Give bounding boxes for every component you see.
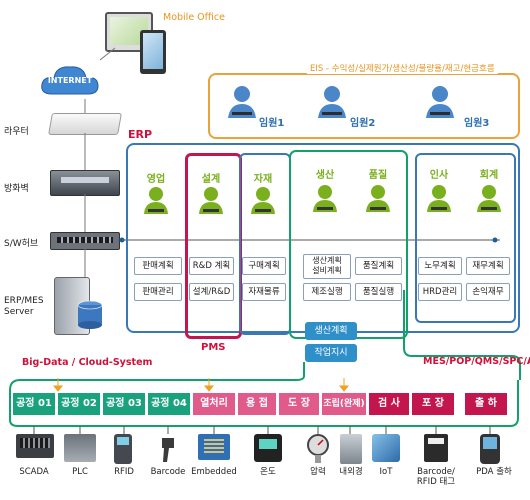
dept-quality-item-1: 품질계획 [355, 257, 402, 275]
device-label-rfid: RFID [114, 467, 134, 477]
process-step-4: 공정 04 [148, 393, 190, 415]
dept-quality-title: 품질 [368, 170, 388, 181]
barcode-printer-icon [424, 434, 448, 462]
dept-accounting-title: 회계 [479, 170, 499, 181]
device-label-barcode: Barcode [150, 467, 186, 477]
erp-label: ERP [128, 128, 153, 141]
firewall-label: 방화벽 [4, 184, 29, 194]
dept-production-item-1-line1: 생산계획 [312, 256, 342, 265]
process-step-10: 포 장 [412, 393, 454, 415]
dept-accounting-item-2: 손익재무 [466, 283, 510, 301]
device-label-scada: SCADA [19, 467, 49, 477]
pda-icon [480, 434, 500, 464]
device-label-plc: PLC [72, 467, 88, 477]
dept-design-item-1: R&D 계획 [189, 257, 234, 275]
pressure-gauge-icon [306, 434, 330, 464]
dept-sales-item-1: 판매계획 [134, 257, 182, 275]
dept-hr-title: 인사 [429, 170, 449, 181]
eis-panel [208, 73, 520, 139]
dept-materials-person-icon [243, 184, 283, 216]
server-label-line2: Server [4, 307, 34, 317]
dept-sales-title: 영업 [146, 174, 166, 185]
dept-hr-person-icon [419, 182, 459, 214]
process-step-11: 출 하 [465, 393, 507, 415]
dept-hr-item-2: HRD관리 [418, 283, 462, 301]
dept-production-item-1: 생산계획 설비계획 [303, 254, 351, 279]
firewall-image [50, 170, 120, 196]
router-label: 라우터 [4, 127, 29, 137]
embedded-board-icon [198, 434, 230, 460]
process-step-1: 공정 01 [13, 393, 55, 415]
dept-design-item-2: 설계/R&D [189, 283, 234, 301]
process-step-3: 공정 03 [103, 393, 145, 415]
dept-production-title: 생산 [315, 170, 335, 181]
plc-device-icon [64, 434, 96, 462]
dept-production-item-1-line2: 설비계획 [312, 266, 342, 275]
dept-sales-person-icon [136, 184, 176, 216]
work-order-badge: 작업지시 [305, 344, 357, 362]
temperature-controller-icon [254, 434, 282, 462]
device-label-barcode-rfid-tag-line1: Barcode/ [417, 467, 455, 477]
dept-production-person-icon [305, 182, 345, 214]
dept-production-item-2: 제조실행 [303, 283, 351, 301]
dept-materials-item-2: 자재물류 [242, 283, 286, 301]
device-label-temperature: 온도 [260, 467, 276, 477]
process-step-9: 검 사 [369, 393, 409, 415]
device-label-diameter: 내외경 [339, 467, 363, 477]
server-label: ERP/MES Server [4, 296, 44, 318]
executive-3-icon [420, 82, 460, 120]
dept-materials-title: 자재 [253, 174, 273, 185]
device-label-pda: PDA 출하 [476, 467, 512, 477]
barcode-scanner-icon [158, 436, 178, 464]
switch-label: S/W허브 [4, 239, 39, 249]
dept-quality-person-icon [358, 182, 398, 214]
process-step-8: 조립(완제) [322, 393, 366, 415]
iot-device-icon [372, 434, 400, 462]
device-label-embedded: Embedded [191, 467, 237, 477]
internet-label: INTERNET [47, 76, 93, 85]
internet-cloud-icon: INTERNET [38, 60, 102, 100]
dept-hr-item-1: 노무계획 [418, 257, 462, 275]
device-label-iot: IoT [379, 467, 393, 477]
process-step-7: 도 장 [279, 393, 319, 415]
process-step-6: 용 접 [238, 393, 276, 415]
device-label-barcode-rfid-tag: Barcode/ RFID 태그 [408, 467, 464, 487]
dept-design-person-icon [191, 184, 231, 216]
smartphone-image [140, 30, 166, 74]
dept-sales-item-2: 판매관리 [134, 283, 182, 301]
dept-quality-item-2: 품질실행 [355, 283, 402, 301]
device-label-barcode-rfid-tag-line2: RFID 태그 [416, 477, 456, 487]
executive-2-icon [312, 82, 352, 120]
executive-1-label: 임원1 [259, 118, 285, 129]
dept-accounting-item-1: 재무계획 [466, 257, 510, 275]
server-label-line1: ERP/MES [4, 296, 44, 306]
sub-frame-hr-accounting [415, 153, 516, 323]
device-label-pressure: 압력 [310, 467, 326, 477]
scada-device-icon [16, 434, 54, 458]
executive-2-label: 임원2 [350, 118, 376, 129]
process-step-5: 열처리 [193, 393, 235, 415]
production-plan-badge: 생산계획 [305, 322, 357, 340]
process-step-2: 공정 02 [58, 393, 100, 415]
dept-materials-item-1: 구매계획 [242, 257, 286, 275]
dept-accounting-person-icon [469, 182, 509, 214]
rfid-reader-icon [114, 434, 132, 464]
database-icon [76, 300, 104, 334]
caliper-icon [340, 434, 362, 464]
bigdata-label: Big-Data / Cloud-System [22, 357, 153, 368]
mes-label: MES/POP/QMS/SPC/APS [423, 356, 530, 367]
executive-1-icon [222, 82, 262, 120]
eis-title: EIS - 수익성/실제원가/생산성/불량율/재고/현금흐름 [307, 62, 498, 74]
executive-3-label: 임원3 [464, 118, 490, 129]
mobile-office-label: Mobile Office [163, 12, 225, 23]
dept-design-title: 설계 [201, 174, 221, 185]
pms-label: PMS [201, 342, 226, 353]
